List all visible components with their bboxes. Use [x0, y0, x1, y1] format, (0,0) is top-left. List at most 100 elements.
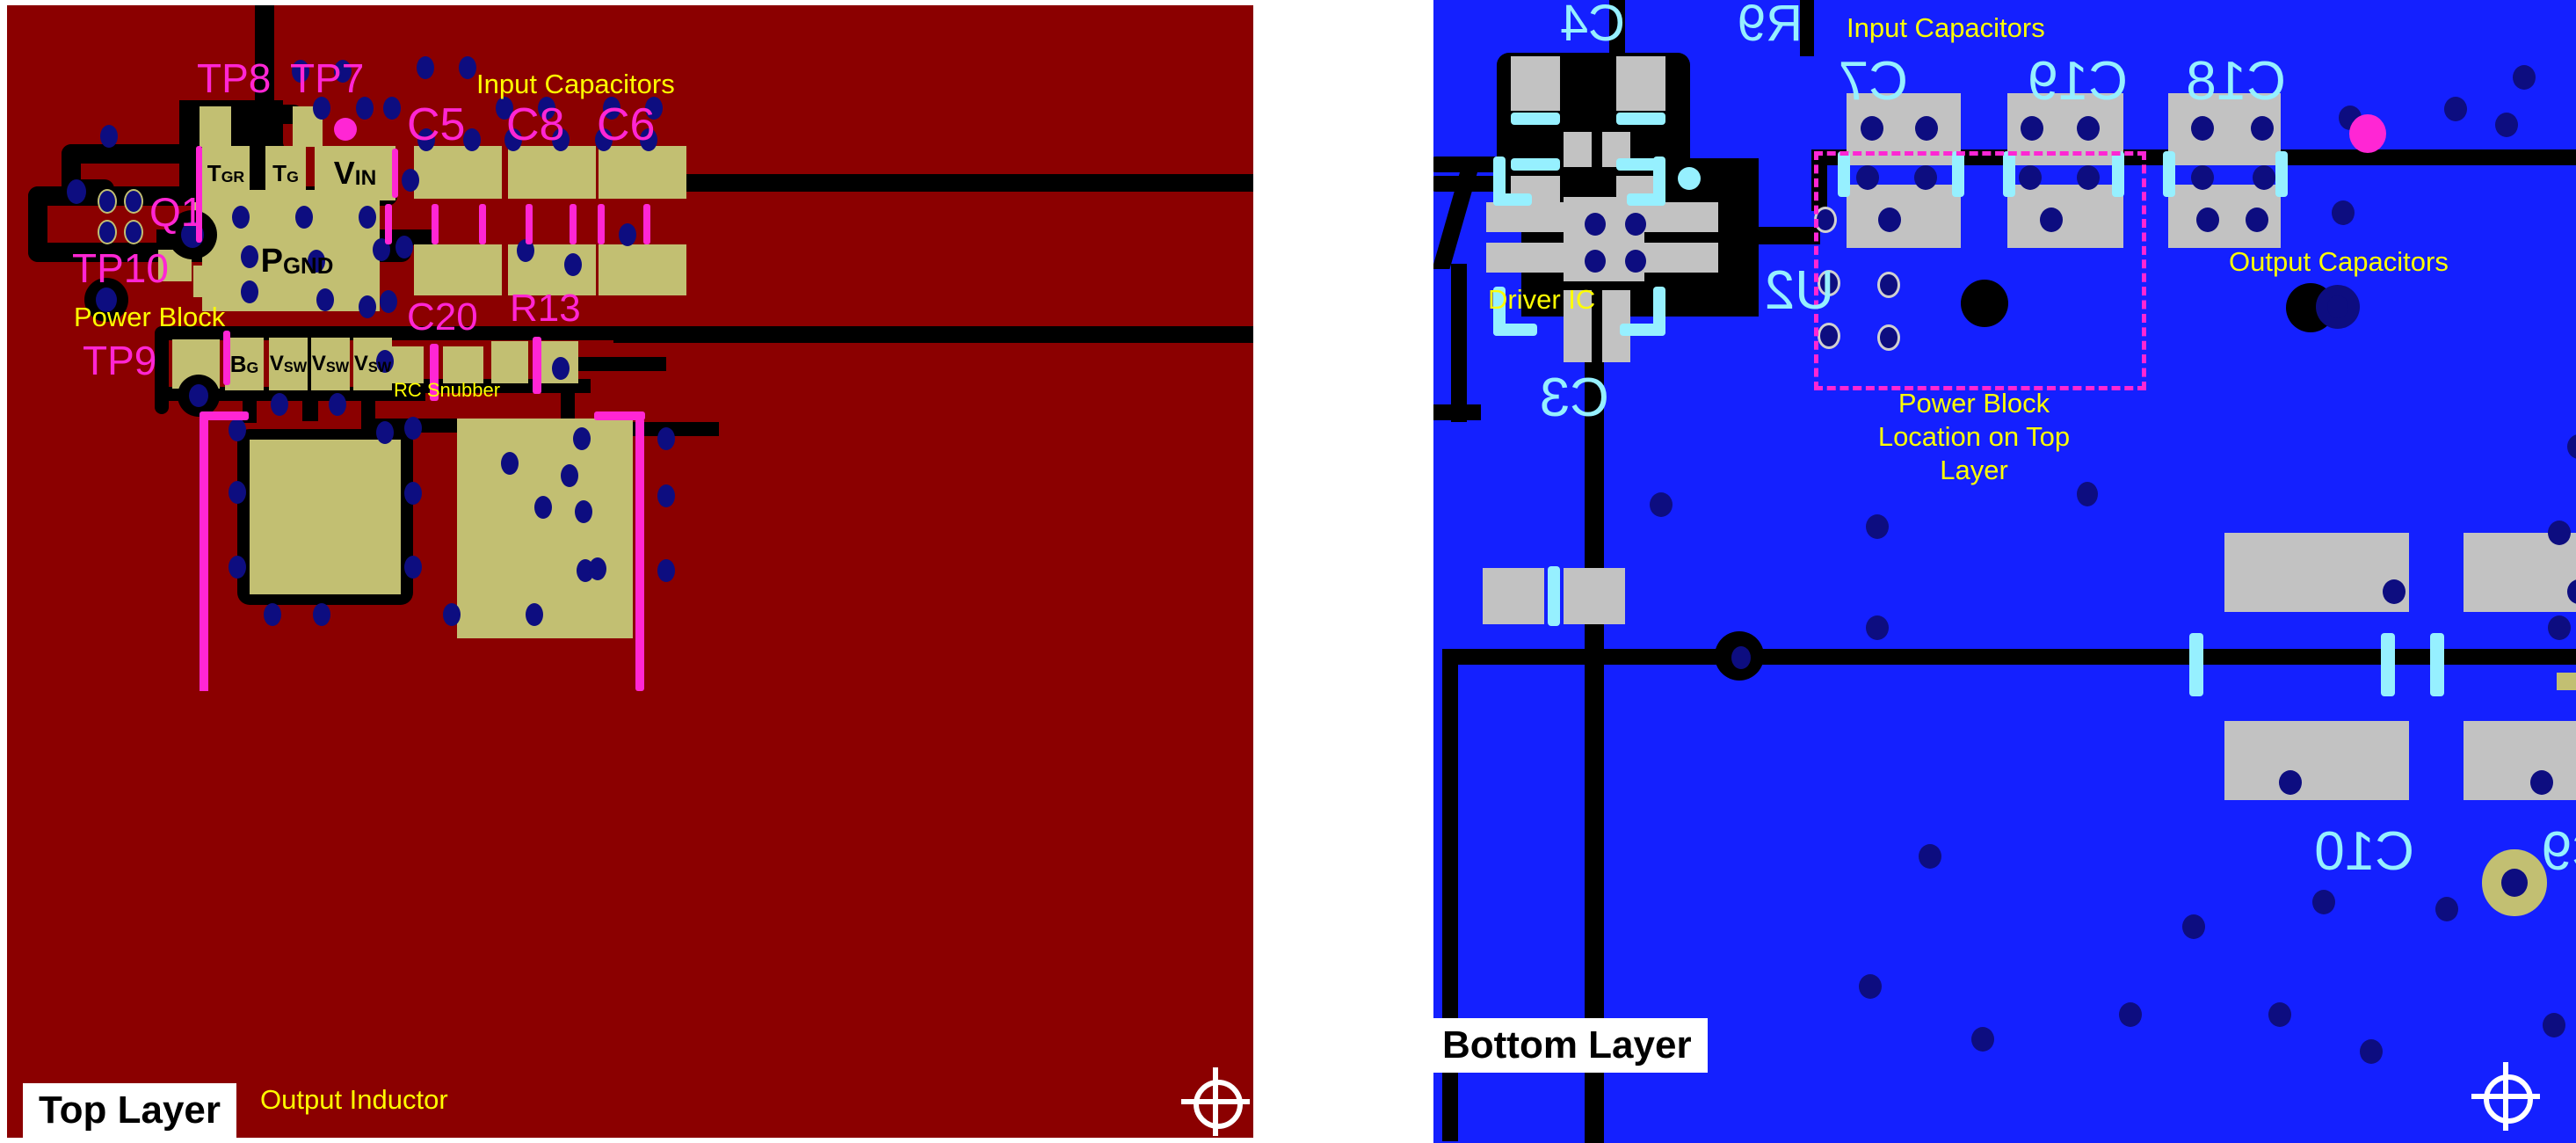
- annotation-power-block-top: Power Block: [74, 302, 226, 332]
- silk-label-c8: C8: [506, 99, 565, 150]
- annotation-output-capacitors: Output Capacitors: [2229, 246, 2449, 277]
- pad-c3-a: [1483, 568, 1544, 624]
- via: [2444, 97, 2467, 121]
- silk-label-c5: C5: [407, 99, 466, 150]
- via-tented-annular: [1820, 325, 1838, 346]
- silk-line-c20: [430, 344, 439, 401]
- via: [316, 288, 334, 311]
- via: [67, 179, 86, 204]
- pad-c4-b: [1616, 56, 1665, 111]
- mask-tp9-box-left: [155, 326, 169, 414]
- silk-mark-r9-a: [1511, 158, 1560, 171]
- via: [2312, 890, 2335, 914]
- annotation-driver-ic: Driver IC: [1488, 284, 1596, 315]
- via: [459, 56, 476, 79]
- silk-label-c19: C19: [2028, 51, 2128, 112]
- fiducial-crosshair-bottom: [2471, 1062, 2540, 1131]
- via: [2513, 65, 2536, 90]
- silk-mark-cap-2: [1952, 151, 1964, 197]
- via-plated-ring: [2501, 869, 2528, 897]
- via: [402, 169, 419, 192]
- via: [657, 559, 675, 582]
- pad-label-vsw2-main: V: [311, 352, 326, 375]
- via: [2251, 116, 2274, 141]
- via: [463, 128, 481, 151]
- silk-mark-out-1: [2189, 633, 2203, 696]
- pad-c19-lower: [2007, 185, 2123, 248]
- via: [589, 557, 606, 580]
- via: [313, 97, 330, 120]
- via: [595, 128, 613, 151]
- mask-driver-stem: [1585, 317, 1604, 615]
- silk-dot-tp7: [334, 118, 357, 141]
- mask-r13-top: [561, 357, 666, 371]
- via: [1914, 165, 1937, 190]
- via: [404, 417, 422, 440]
- pad-vsw-1: [269, 338, 308, 390]
- annotation-input-capacitors-bottom: Input Capacitors: [1847, 12, 2045, 43]
- via: [2567, 579, 2576, 604]
- pad-c7-lower: [1847, 185, 1961, 248]
- mask-belt-upper-right: [613, 174, 1253, 192]
- silk-line-cap-4: [526, 204, 533, 244]
- via: [2279, 770, 2302, 795]
- via: [1585, 250, 1606, 273]
- pad-vin: [315, 146, 395, 200]
- bottom-layer-panel: C4 R9 C7 C19 C18 U2 C3 C10 C9 Input Capa…: [1433, 0, 2576, 1143]
- pad-label-vsw2-sub: SW: [325, 359, 350, 375]
- pad-output-right-strip: [457, 419, 633, 431]
- pad-output-inductor: [250, 440, 401, 594]
- silk-label-c10: C10: [2314, 821, 2414, 882]
- annotation-power-block-location: Power Block Location on Top Layer: [1833, 387, 2115, 486]
- mask-driver-col: [1451, 264, 1467, 422]
- testpoint-tp9-pad: [178, 375, 220, 417]
- via: [1856, 165, 1879, 190]
- pad-label-vin-sub: IN: [354, 165, 377, 190]
- silk-label-r13: R13: [510, 287, 581, 330]
- via: [2253, 165, 2275, 190]
- pad-label-bg-main: B: [229, 351, 247, 377]
- silk-label-u2: U2: [1764, 260, 1834, 321]
- via: [229, 481, 246, 504]
- pad-driver-right-2: [1637, 243, 1718, 273]
- silk-outline-right-top: [594, 411, 645, 420]
- via: [271, 393, 288, 416]
- via: [2191, 165, 2214, 190]
- via-ring-driver: [2316, 285, 2360, 329]
- silk-line-bg: [223, 331, 230, 385]
- pad-driver-bot-1: [1564, 290, 1592, 362]
- via: [100, 125, 118, 148]
- silk-line-vin-right: [392, 149, 398, 198]
- bottom-layer-chip: Bottom Layer: [1433, 1018, 1708, 1073]
- silk-dot-driver: [1678, 167, 1701, 190]
- silk-label-q1: Q1: [149, 189, 204, 235]
- pad-tg: [265, 146, 306, 200]
- mask-divider-vertical: [1609, 0, 1625, 56]
- pad-label-vin-main: V: [333, 155, 355, 191]
- silk-outline-left-top: [200, 411, 249, 420]
- silk-label-tp8: TP8: [197, 55, 272, 101]
- via: [334, 60, 352, 83]
- silk-mark-cap-4: [2112, 151, 2124, 197]
- annotation-output-inductor: Output Inductor: [260, 1084, 448, 1115]
- pad-c6-bot: [599, 244, 686, 295]
- silk-label-c7: C7: [1838, 51, 1908, 112]
- fiducial-crosshair-top: [1181, 1067, 1250, 1136]
- via: [2360, 1039, 2383, 1064]
- via: [1971, 1027, 1994, 1052]
- via-inside-pad: [2196, 207, 2219, 232]
- mask-u2-via-pad: [1961, 280, 2008, 327]
- via-tented-annular: [1880, 327, 1898, 348]
- pad-tp8: [200, 106, 231, 147]
- via: [534, 496, 552, 519]
- via: [2077, 165, 2100, 190]
- via: [1585, 213, 1606, 236]
- via: [2548, 615, 2571, 640]
- via: [264, 603, 281, 626]
- pad-label-tgr-sub: GR: [221, 167, 245, 186]
- mask-output-belt: [1442, 649, 2576, 665]
- silk-mark-cap-6: [2275, 151, 2288, 197]
- via-ring-u2: [1720, 637, 1762, 679]
- via: [1866, 514, 1889, 539]
